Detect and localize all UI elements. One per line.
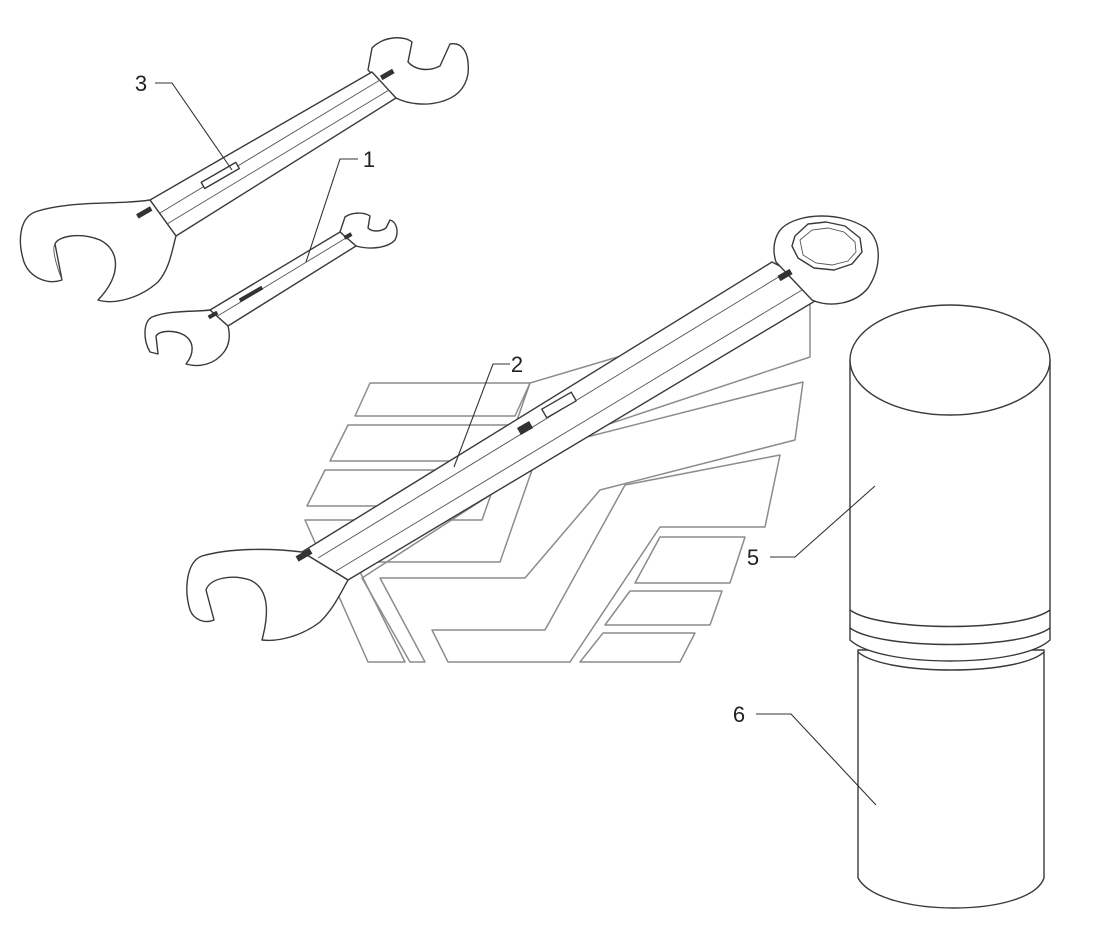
wrench-3-jaw-edge bbox=[53, 243, 63, 281]
wrench-3-groove-b bbox=[166, 89, 390, 225]
wrench-2-size-mark-ring bbox=[777, 268, 793, 282]
wrench-2-ring-teeth bbox=[799, 227, 857, 266]
logo-bar-right-2 bbox=[604, 590, 723, 626]
tube-case-top-lid bbox=[849, 304, 1051, 416]
logo-chevron-2 bbox=[361, 381, 804, 663]
logo-bar-right-1 bbox=[634, 536, 746, 584]
logo-bar-right-3 bbox=[579, 632, 696, 663]
wrench-1-size-mark-large bbox=[207, 310, 219, 320]
callout-1: 1 bbox=[363, 147, 375, 172]
wrench-2-groove-b bbox=[335, 283, 813, 572]
tube-case-top-cap bbox=[849, 359, 1051, 662]
wrench-3-brand-mark bbox=[200, 161, 241, 190]
wrench-3-small-head bbox=[367, 37, 469, 105]
wrench-2-open-head bbox=[186, 548, 349, 642]
wrench-2-logo-mark bbox=[516, 421, 534, 435]
leader-2 bbox=[453, 363, 510, 468]
callout-3: 3 bbox=[135, 71, 147, 96]
wrench-3-size-mark-large bbox=[136, 206, 153, 219]
wrench-1-handle bbox=[209, 231, 357, 327]
wrench-3-size-mark-small bbox=[379, 68, 395, 81]
callout-labels: 3 1 2 5 6 bbox=[135, 71, 759, 727]
wrench-1-large-head bbox=[144, 309, 230, 367]
tube-case-bottom-body bbox=[857, 649, 1045, 909]
leader-6 bbox=[756, 713, 877, 806]
wrench-1 bbox=[144, 212, 398, 367]
wrench-1-size-mark bbox=[343, 232, 353, 240]
leader-1 bbox=[305, 158, 358, 263]
logo-bar-left-1 bbox=[354, 382, 531, 417]
wrench-1-small-head bbox=[339, 212, 398, 249]
tube-case-ring-2 bbox=[849, 627, 1051, 646]
leader-3 bbox=[155, 82, 233, 171]
callout-5: 5 bbox=[747, 545, 759, 570]
callout-leaders bbox=[155, 82, 877, 806]
callout-6: 6 bbox=[733, 702, 745, 727]
tube-case-ring-3 bbox=[857, 651, 1045, 671]
wrench-3-large-head bbox=[19, 199, 177, 303]
wrench-2-ring-bore bbox=[791, 221, 863, 271]
callout-2: 2 bbox=[511, 352, 523, 377]
tube-case-ring-1 bbox=[849, 609, 1051, 628]
wrench-1-groove bbox=[215, 237, 347, 318]
logo-chevron-3 bbox=[431, 454, 781, 663]
wrench-3-groove-a bbox=[159, 79, 381, 214]
leader-5 bbox=[770, 485, 876, 558]
wrench-2-handle bbox=[301, 261, 831, 581]
wrench-2 bbox=[186, 215, 879, 642]
background-logo bbox=[304, 299, 811, 663]
tube-case bbox=[849, 304, 1051, 909]
wrench-3 bbox=[19, 37, 469, 303]
wrench-2-size-mark-open bbox=[295, 548, 313, 562]
wrench-2-brand-mark bbox=[541, 391, 577, 419]
wrench-1-brand-mark bbox=[238, 285, 264, 303]
wrench-3-handle bbox=[149, 71, 397, 237]
